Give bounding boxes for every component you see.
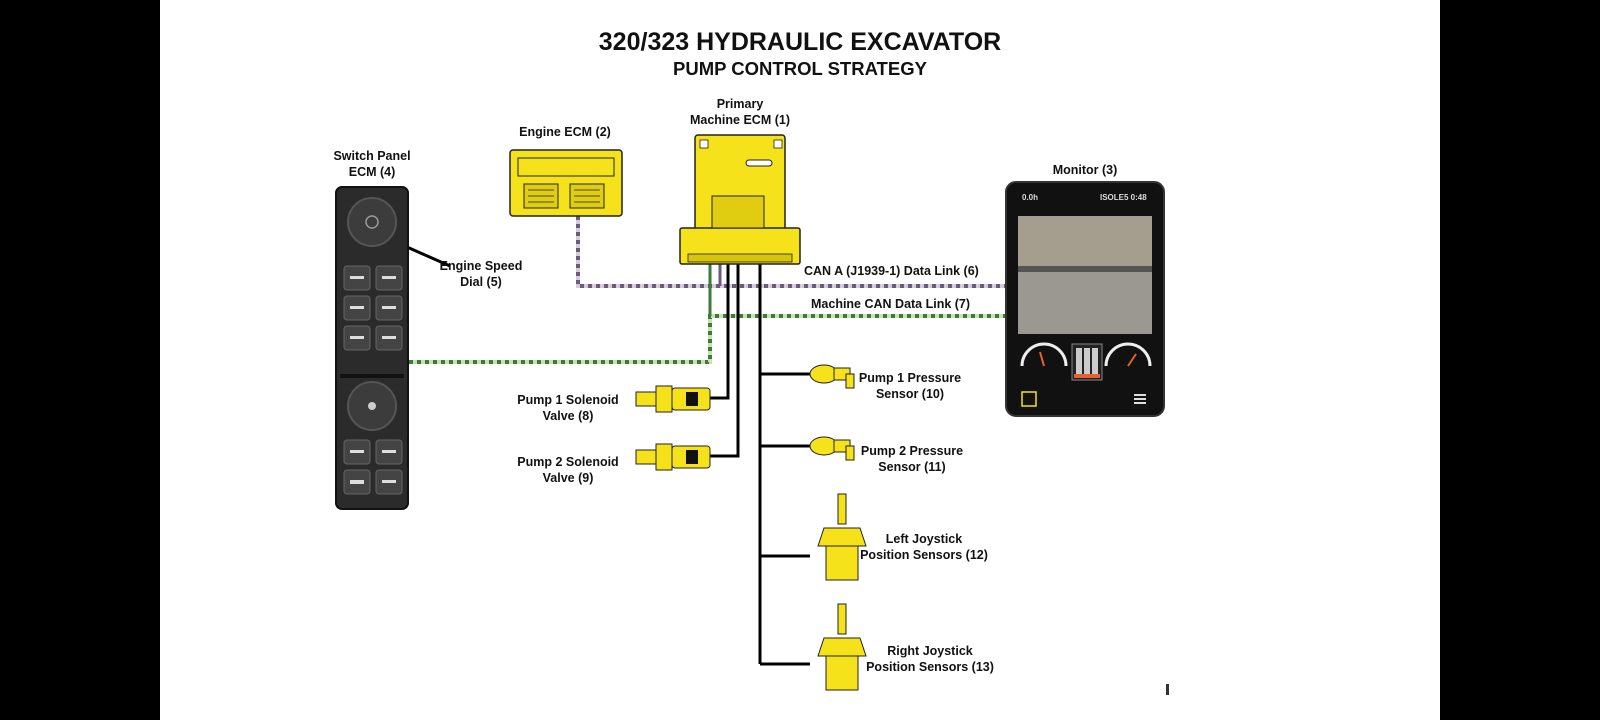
diagram-page: 320/323 HYDRAULIC EXCAVATOR PUMP CONTROL… xyxy=(160,0,1440,720)
monitor-display xyxy=(1005,181,1165,417)
engine-ecm-module xyxy=(509,149,623,217)
pump1-solenoid-valve xyxy=(635,385,711,413)
monitor-status-left: 0.0h xyxy=(1022,193,1039,202)
signal-wires xyxy=(381,234,810,666)
diagram-subtitle: PUMP CONTROL STRATEGY xyxy=(673,58,927,79)
can-a-link-label: CAN A (J1939-1) Data Link (6) xyxy=(804,264,979,278)
can-a-data-link xyxy=(576,212,1010,288)
primary-machine-ecm-module xyxy=(679,134,801,265)
engine-speed-dial-knob xyxy=(347,197,397,247)
switch-panel-ecm xyxy=(335,186,409,510)
left-joystick-sensor xyxy=(817,493,867,581)
diagram-title: 320/323 HYDRAULIC EXCAVATOR xyxy=(598,28,1002,56)
engine-ecm-label: Engine ECM (2) xyxy=(519,125,611,139)
right-joystick-sensor xyxy=(817,603,867,691)
pump2-solenoid-valve xyxy=(635,443,711,471)
page-marker xyxy=(1166,684,1169,695)
monitor-label: Monitor (3) xyxy=(1052,163,1118,177)
pump1-pressure-sensor xyxy=(809,364,855,389)
gauge-cluster xyxy=(1020,342,1152,381)
wiring-diagram xyxy=(335,134,1169,695)
machine-can-link-label: Machine CAN Data Link (7) xyxy=(811,297,971,311)
monitor-status-right: ISOLE5 0:48 xyxy=(1100,193,1147,202)
pump2-pressure-sensor xyxy=(809,436,855,461)
machine-can-data-link xyxy=(405,262,1010,364)
menu-grid-icon xyxy=(1021,391,1037,407)
